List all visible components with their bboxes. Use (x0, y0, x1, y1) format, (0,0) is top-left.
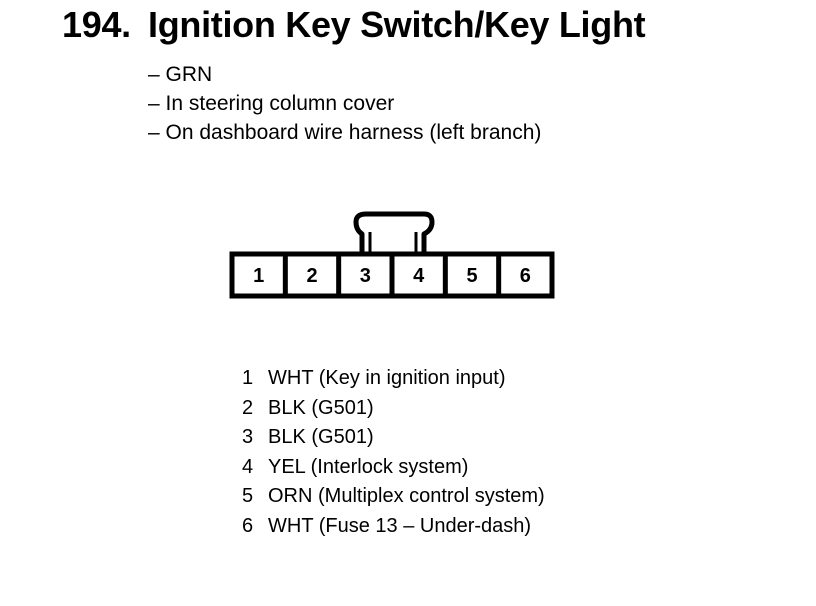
connector-lock-tab (353, 211, 435, 254)
pin-number: 2 (242, 396, 254, 419)
pin-description: BLK (G501) (268, 426, 374, 449)
pinout-row: 2 BLK (G501) (242, 394, 545, 424)
pinout-row: 1 WHT (Key in ignition input) (242, 364, 545, 394)
pinout-row: 5 ORN (Multiplex control system) (242, 482, 545, 512)
connector-location: – In steering column cover (148, 92, 395, 115)
pin-label-2: 2 (306, 265, 317, 287)
pin-label-5: 5 (466, 265, 477, 287)
pin-description: ORN (Multiplex control system) (268, 485, 545, 508)
pin-description: YEL (Interlock system) (268, 455, 469, 478)
pin-label-3: 3 (360, 265, 371, 287)
page-title: 194. Ignition Key Switch/Key Light (62, 4, 646, 46)
pin-label-4: 4 (413, 265, 425, 287)
pin-description: WHT (Key in ignition input) (268, 367, 506, 389)
connector-color: – GRN (148, 63, 213, 86)
connector-harness: – On dashboard wire harness (left branch… (148, 121, 542, 144)
pinout-row: 3 BLK (G501) (242, 423, 545, 453)
component-name: Ignition Key Switch/Key Light (148, 4, 646, 45)
pin-number: 5 (242, 485, 254, 508)
connector-info: – GRN – In steering column cover – On da… (148, 60, 541, 147)
pin-number: 3 (242, 426, 254, 449)
pin-description: BLK (G501) (268, 396, 374, 419)
component-number: 194. (62, 4, 131, 45)
pin-label-6: 6 (520, 265, 531, 287)
pin-number: 6 (242, 514, 254, 537)
connector-face: 1 2 3 4 5 6 (229, 211, 555, 299)
pinout-row: 6 WHT (Fuse 13 – Under-dash) (242, 512, 545, 542)
connector-diagram: 1 2 3 4 5 6 (228, 208, 558, 304)
pin-number: 4 (242, 455, 254, 478)
pin-label-1: 1 (253, 265, 264, 287)
pin-number: 1 (242, 367, 254, 389)
pinout-row: 4 YEL (Interlock system) (242, 453, 545, 483)
pin-description: WHT (Fuse 13 – Under-dash) (268, 514, 532, 537)
